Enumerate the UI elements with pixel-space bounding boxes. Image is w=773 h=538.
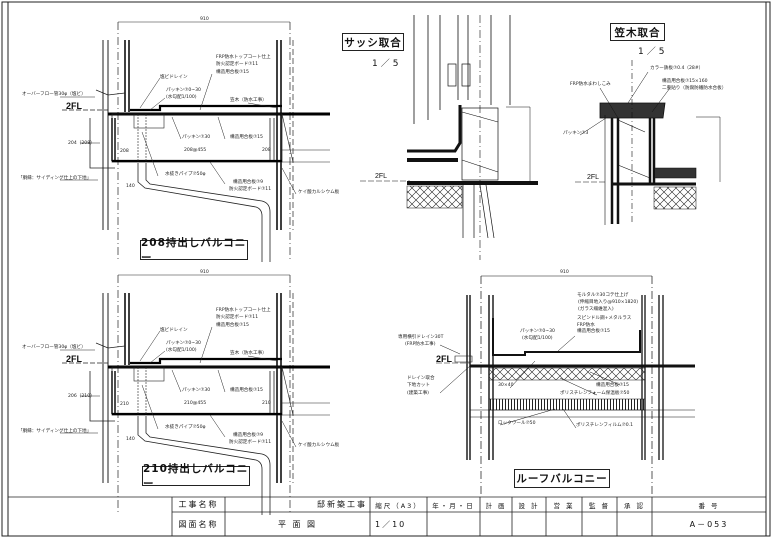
annotation: (ガラス繊維混入) [578,307,614,312]
project-name-value: 邸新築工事 [317,500,367,509]
annotation: FRP防水 [577,323,595,328]
detail-title: 笠木取合 [610,23,665,41]
annotation: 208 [120,149,129,154]
annotation: 208@455 [184,148,207,153]
annotation: 140 [126,437,135,442]
detail-title: サッシ取合 [342,33,404,51]
annotation: 構造用合板⑦15×160 [662,79,708,84]
annotation: モルタル⑦30コテ仕上げ [577,293,629,298]
floor-level-label: 2FL [66,101,83,111]
annotation: パッキン⑦0~30 [166,341,201,346]
annotation: 「胴縁：サイディング仕上の下地」 [18,429,92,434]
annotation: 204（208） [68,141,95,146]
annotation: 210 [120,402,129,407]
detail-title: ルーフバルコニー [514,469,610,488]
annotation: (伸縮目地入り@910×1820) [578,300,639,305]
design-label: 設 計 [518,501,540,510]
number-label: 番 号 [698,501,720,510]
annotation: (水勾配1/100) [522,336,553,341]
detail-title: 210持出しバルコニー [142,463,250,490]
annotation: 206（210） [68,394,95,399]
annotation: FRP防水まわしこみ [570,82,611,87]
annotation: 構造用合板⑦15 [577,329,610,334]
detail-title: 208持出しバルコニー [140,237,248,264]
annotation: 防火認定ボード⑦11 [229,440,272,445]
annotation: ケイ酸カルシウム板 [298,443,340,448]
drawing-name-label: 図面名称 [178,519,219,529]
annotation: 構造用合板⑦9 [233,433,264,438]
annotation: 塩ビドレイン [160,328,188,333]
floor-level-label: 2FL [66,354,83,364]
annotation: (FRP防水工事) [405,342,436,347]
drawing-name-value: 平 面 図 [277,519,318,529]
project-name-label: 工事名称 [178,500,219,509]
detail-scale: 1／5 [638,47,668,57]
annotation: 210@455 [184,401,207,406]
annotation: 構造用合板⑦15 [596,383,629,388]
annotation: パッキン⑦3 [563,131,589,136]
annotation: 笠木（防水工事） [230,351,267,356]
plan-label: 計 画 [485,501,507,510]
annotation: パッキン⑦0~30 [520,329,555,334]
dimension-label: 910 [200,17,209,22]
annotation: オーバーフロー管30φ（塩ビ） [22,92,86,97]
approval-label: 承 認 [623,501,646,510]
annotation: カラー鉄板⑦0.4（28#） [650,66,704,71]
sales-label: 営 業 [553,501,575,510]
detail-210-balcony: 910 FRP防水トップコート仕上 防火認定ボード⑦11 構造用合板⑦15 塩ビ… [0,253,339,493]
annotation: ポリスチレンフォーム保温板⑦50 [560,391,630,396]
annotation: 専用横引ドレイン30T [398,335,444,340]
annotation: 防火認定ボード⑦11 [229,187,272,192]
floor-level-label: 2FL [436,354,453,364]
floor-level-label: 2FL [375,173,388,180]
detail-scale: 1／5 [372,59,402,69]
annotation: (水勾配1/100) [166,95,197,100]
annotation: 30×40 [498,383,514,388]
annotation: 笠木（防水工事） [230,98,267,103]
annotation: 構造用合板⑦15 [216,70,249,75]
annotation: 塩ビドレイン [160,75,188,80]
annotation: 構造用合板⑦15 [216,323,249,328]
dimension-label: 910 [200,270,209,275]
annotation: 構造用合板⑦15 [230,388,263,393]
annotation: 防火認定ボード⑦11 [216,62,259,67]
annotation: スピンドル鋼+メタルラス [577,316,632,321]
annotation: (水勾配1/100) [166,348,197,353]
annotation: ロックウール⑦50 [498,421,536,426]
annotation: オーバーフロー管30φ（塩ビ） [22,345,86,350]
date-label: 年・月・日 [432,501,475,510]
annotation: ケイ酸カルシウム板 [298,190,340,195]
annotation: 構造用合板⑦9 [233,180,264,185]
annotation: 208 [262,148,271,153]
annotation: 「胴縁：サイディング仕上の下地」 [18,176,92,181]
annotation: (建築工事) [407,391,429,396]
annotation: ポリスチレンフィルム⑦0.1 [576,423,634,428]
scale-value: 1／10 [375,519,407,529]
annotation: パッキン⑦30 [182,388,211,393]
dimension-label: 910 [560,270,569,275]
annotation: 210 [262,401,271,406]
annotation: 防火認定ボード⑦11 [216,315,259,320]
annotation: 140 [126,184,135,189]
annotation: パッキン⑦0~30 [166,88,201,93]
supervisor-label: 監 督 [588,501,611,510]
annotation: 下地カット [407,383,430,388]
annotation: ドレイン取合 [407,376,435,381]
annotation: FRP防水トップコート仕上 [216,308,271,313]
drawing-number: A－053 [689,519,729,529]
floor-level-label: 2FL [587,174,600,181]
annotation: 二重貼り（防腐防蟻防水合板） [662,86,727,91]
annotation: 水抜きパイプ⑦50φ [165,172,206,177]
annotation: 水抜きパイプ⑦50φ [165,425,206,430]
annotation: パッキン⑦30 [182,135,211,140]
scale-label: 縮尺（A3） [375,501,422,510]
annotation: 構造用合板⑦15 [230,135,263,140]
annotation: FRP防水トップコート仕上 [216,55,271,60]
